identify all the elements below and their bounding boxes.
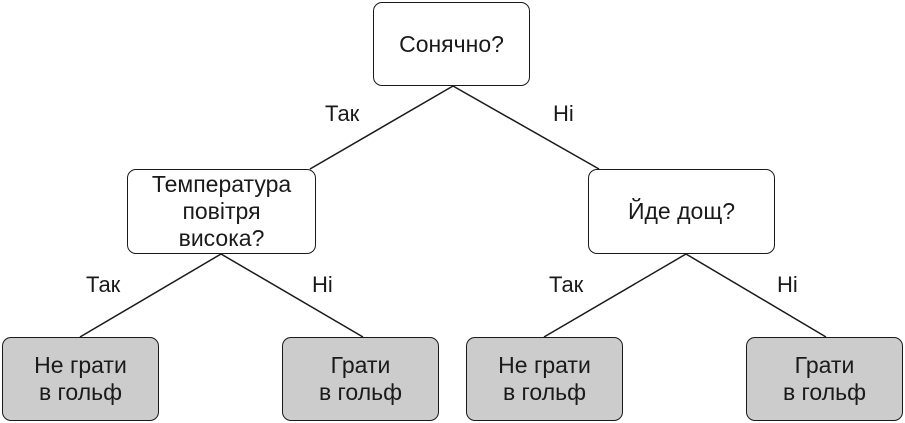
leaf-label: Грати в гольф: [318, 352, 403, 405]
edge-label-root-yes: Так: [325, 101, 360, 126]
root-decision-label: Сонячно?: [399, 30, 504, 57]
edge-temperature-to-golf: [220, 253, 364, 338]
leaf-node-golf-left: Грати в гольф: [282, 337, 439, 421]
leaf-node-golf-right: Грати в гольф: [746, 337, 903, 421]
leaf-node-no-golf-left: Не грати в гольф: [2, 337, 159, 421]
edge-root-to-temperature: [309, 85, 454, 170]
root-decision-node: Сонячно?: [373, 2, 530, 86]
edge-label-root-no: Ні: [553, 101, 574, 126]
leaf-node-no-golf-right: Не грати в гольф: [466, 337, 623, 421]
temperature-decision-node: Температура повітря висока?: [127, 169, 316, 254]
temperature-decision-label: Температура повітря висока?: [151, 171, 292, 251]
leaf-label: Не грати в гольф: [34, 352, 127, 405]
edge-rain-to-no-golf: [543, 253, 687, 338]
edge-label-rain-no: Ні: [777, 272, 798, 297]
leaf-label: Грати в гольф: [782, 352, 867, 405]
edge-temperature-to-no-golf: [79, 253, 222, 338]
edge-rain-to-golf: [685, 253, 827, 338]
rain-decision-label: Йде дощ?: [627, 198, 736, 224]
edge-label-temperature-no: Ні: [312, 272, 333, 297]
leaf-label: Не грати в гольф: [498, 352, 591, 405]
edge-label-rain-yes: Так: [549, 272, 584, 297]
rain-decision-node: Йде дощ?: [588, 169, 775, 254]
edge-root-to-rain: [452, 85, 600, 170]
edge-label-temperature-yes: Так: [86, 272, 121, 297]
